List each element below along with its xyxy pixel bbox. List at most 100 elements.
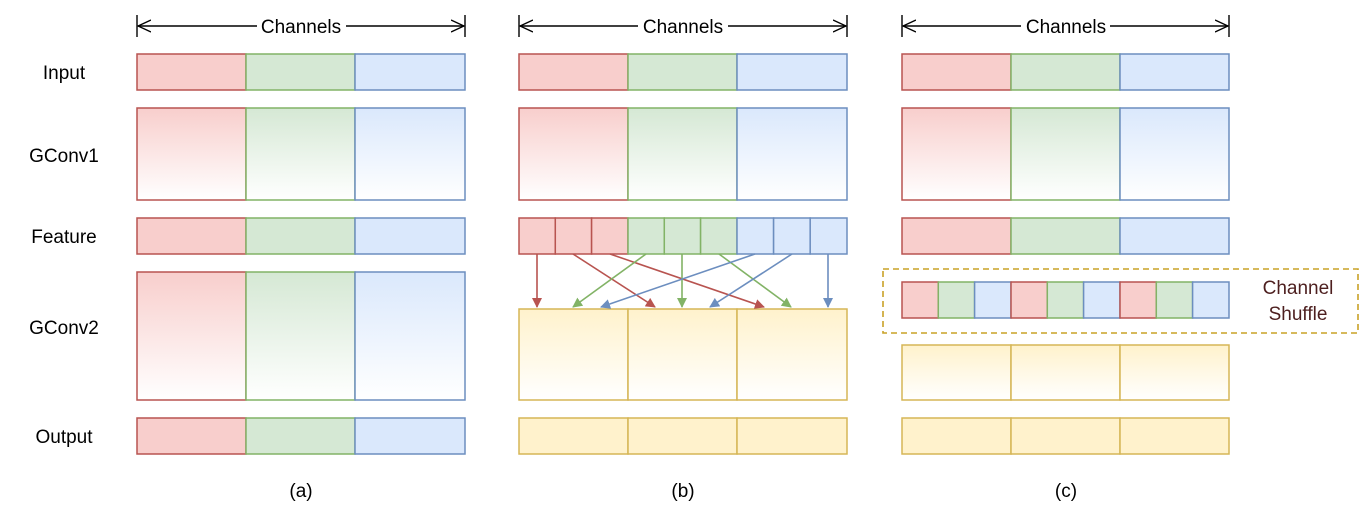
channel-shuffle-label-line1: Channel	[1263, 278, 1334, 299]
input-group-blue	[736, 53, 848, 91]
input-group-green	[245, 53, 356, 91]
feature-subchannel-red-1	[518, 217, 557, 255]
shuffled-channel-blue-1	[973, 281, 1012, 319]
panel-label-a: (a)	[289, 481, 312, 502]
feature-subchannel-red-2	[554, 217, 593, 255]
output-group-yellow-2	[1010, 417, 1121, 455]
feature-subchannel-blue-1	[736, 217, 775, 255]
shuffled-channel-green-2	[1046, 281, 1085, 319]
row-label-gconv1: GConv1	[29, 146, 99, 167]
feature-subchannel-green-3	[699, 217, 738, 255]
input-group-green	[1010, 53, 1121, 91]
channels-header-b: Channels	[518, 15, 848, 38]
feature-group-blue	[354, 217, 466, 255]
channels-label-b: Channels	[643, 17, 723, 38]
arrow-blue-2	[709, 253, 793, 308]
input-row-b	[518, 53, 848, 91]
output-row-b	[518, 417, 848, 455]
gconv2-row-c	[901, 344, 1230, 401]
output-group-yellow-3	[736, 417, 848, 455]
output-group-blue	[354, 417, 466, 455]
gconv2-row-a	[136, 271, 466, 401]
gconv2-group-yellow-3	[736, 308, 848, 401]
arrow-blue-1	[600, 253, 756, 309]
gconv2-group-yellow-1	[901, 344, 1012, 401]
shuffled-channel-red-2	[1010, 281, 1049, 319]
input-row-c	[901, 53, 1230, 91]
gconv2-group-green	[245, 271, 356, 401]
arrow-red-3	[609, 253, 765, 309]
gconv2-group-yellow-2	[1010, 344, 1121, 401]
arrow-green-1	[572, 253, 647, 308]
feature-row-a	[136, 217, 466, 255]
gconv1-group-blue	[736, 107, 848, 201]
output-group-red	[136, 417, 247, 455]
shuffled-channel-green-3	[1155, 281, 1194, 319]
output-row-c	[901, 417, 1230, 455]
output-group-green	[245, 417, 356, 455]
input-group-blue	[1119, 53, 1230, 91]
shuffled-channel-blue-3	[1191, 281, 1230, 319]
row-label-feature: Feature	[31, 227, 96, 248]
feature-row-b	[518, 217, 848, 255]
input-group-green	[627, 53, 738, 91]
channel-shuffle-box	[882, 268, 1359, 334]
gconv1-group-red	[518, 107, 629, 201]
gconv1-row-a	[136, 107, 466, 201]
feature-row-c	[901, 217, 1230, 255]
channels-label-a: Channels	[261, 17, 341, 38]
input-group-red	[518, 53, 629, 91]
gconv1-group-red	[136, 107, 247, 201]
feature-subchannel-blue-2	[772, 217, 811, 255]
gconv1-row-c	[901, 107, 1230, 201]
panel-label-c: (c)	[1055, 481, 1077, 502]
gconv1-group-blue	[354, 107, 466, 201]
arrow-red-2	[572, 253, 656, 308]
gconv2-group-yellow-2	[627, 308, 738, 401]
shuffled-channel-red-3	[1119, 281, 1158, 319]
shuffled-channel-green-1	[937, 281, 976, 319]
gconv2-group-yellow-1	[518, 308, 629, 401]
panel-label-b: (b)	[671, 481, 694, 502]
feature-group-green	[1010, 217, 1121, 255]
panel-c: Channel Shuffle (c)	[882, 53, 1359, 502]
channels-label-c: Channels	[1026, 17, 1106, 38]
gconv2-group-yellow-3	[1119, 344, 1230, 401]
channels-header-a: Channels	[136, 15, 466, 38]
output-group-yellow-2	[627, 417, 738, 455]
gconv2-group-blue	[354, 271, 466, 401]
input-group-red	[136, 53, 247, 91]
output-row-a	[136, 417, 466, 455]
row-label-output: Output	[35, 427, 93, 448]
feature-subchannel-blue-3	[809, 217, 848, 255]
output-group-yellow-1	[901, 417, 1012, 455]
panel-a: (a)	[136, 53, 466, 502]
input-row-a	[136, 53, 466, 91]
feature-subchannel-green-2	[663, 217, 702, 255]
shuffled-channel-blue-2	[1082, 281, 1121, 319]
output-group-yellow-1	[518, 417, 629, 455]
feature-group-red	[901, 217, 1012, 255]
channels-header-c: Channels	[901, 15, 1230, 38]
feature-group-green	[245, 217, 356, 255]
input-group-red	[901, 53, 1012, 91]
gconv1-group-green	[245, 107, 356, 201]
row-label-input: Input	[43, 63, 86, 84]
panel-b: (b)	[518, 53, 848, 502]
channel-shuffle-block: Channel Shuffle	[882, 268, 1359, 334]
gconv1-group-red	[901, 107, 1012, 201]
feature-group-blue	[1119, 217, 1230, 255]
gconv1-row-b	[518, 107, 848, 201]
row-labels: Input GConv1 Feature GConv2 Output	[29, 63, 99, 448]
feature-group-red	[136, 217, 247, 255]
input-group-blue	[354, 53, 466, 91]
gconv1-group-green	[627, 107, 738, 201]
feature-subchannel-green-1	[627, 217, 666, 255]
feature-subchannel-red-3	[590, 217, 629, 255]
output-group-yellow-3	[1119, 417, 1230, 455]
gconv2-row-b	[518, 308, 848, 401]
gconv1-group-green	[1010, 107, 1121, 201]
row-label-gconv2: GConv2	[29, 318, 99, 339]
gconv1-group-blue	[1119, 107, 1230, 201]
